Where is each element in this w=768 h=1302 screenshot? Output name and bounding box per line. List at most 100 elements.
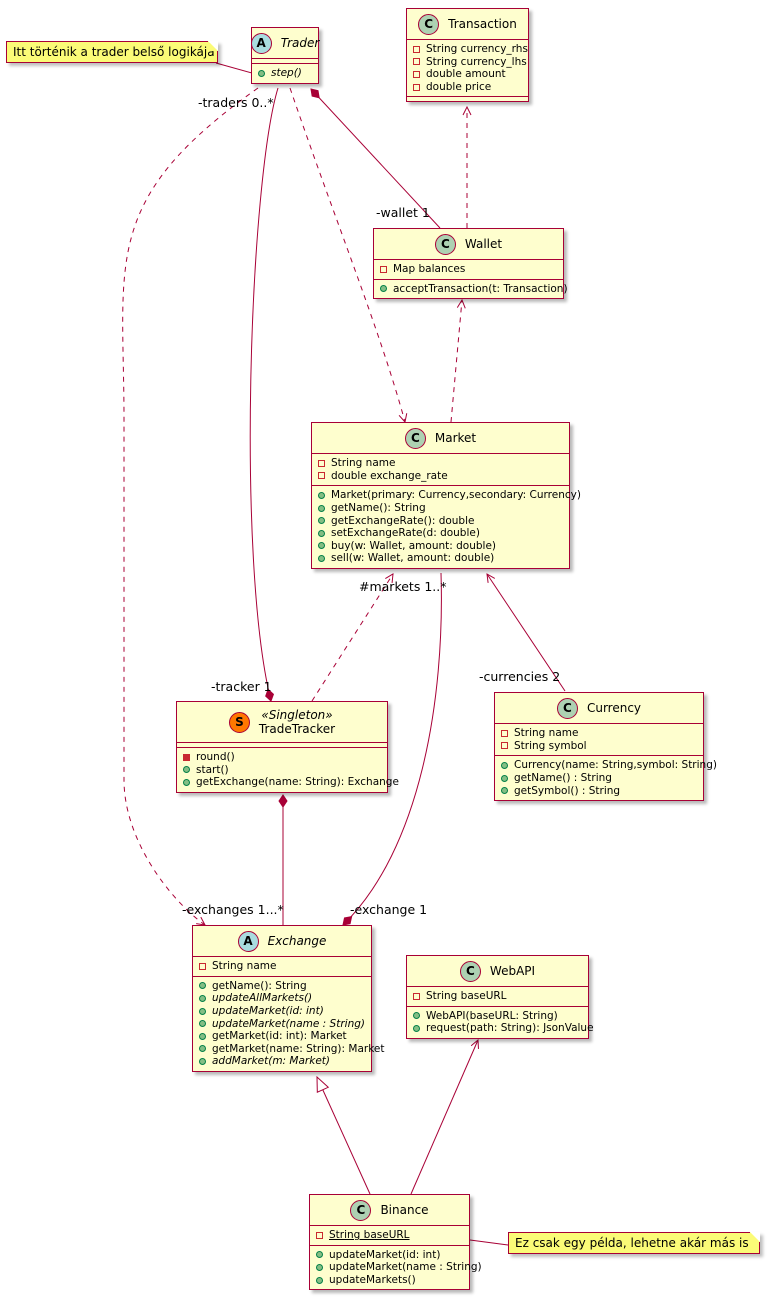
tradetracker-header: S «Singleton»TradeTracker [177, 702, 387, 743]
binance-fields: String baseURL [310, 1226, 469, 1245]
field-row: String name [199, 960, 367, 973]
public-visibility-icon [318, 554, 325, 562]
method-text: getSymbol() : String [514, 784, 621, 797]
edge-trader-wallet-composition [310, 88, 441, 229]
public-visibility-icon [501, 774, 508, 782]
method-text: getName(): String [331, 502, 426, 515]
public-visibility-icon [413, 1012, 420, 1020]
role-label-tracker: -tracker 1 [211, 679, 272, 694]
method-row: round() [183, 751, 383, 764]
field-text: String baseURL [426, 990, 507, 1003]
field-row: String currency_lhs [413, 55, 527, 69]
note-fold-corner [208, 41, 218, 51]
field-text: String symbol [514, 739, 587, 752]
method-row: getName() : String [501, 772, 699, 785]
field-text: String currency_lhs [426, 55, 527, 68]
method-text: updateMarket(id: int) [329, 1248, 441, 1261]
method-text: sell(w: Wallet, amount: double) [331, 552, 495, 565]
method-text: updateMarket(name : String) [212, 1017, 365, 1030]
private-visibility-icon [199, 962, 206, 970]
edge-binance-webapi-association [410, 1040, 478, 1195]
stereotype-badge-s-icon: S [228, 711, 250, 733]
stereotype-badge-c-icon: C [404, 427, 426, 449]
method-row: request(path: String): JsonValue [413, 1022, 594, 1035]
public-visibility-icon [199, 994, 206, 1002]
private-visibility-icon [413, 70, 420, 78]
field-text: String name [331, 457, 396, 470]
private-visibility-icon [316, 1231, 323, 1239]
trader-methods: step() [252, 63, 318, 83]
public-visibility-icon [501, 787, 508, 795]
transaction-methods [407, 96, 528, 101]
private-visibility-icon [413, 992, 420, 1000]
method-row: setExchangeRate(d: double) [318, 527, 565, 540]
class-tradetracker: S «Singleton»TradeTracker round()start()ge… [176, 701, 399, 793]
method-text: start() [196, 763, 229, 776]
method-row: updateMarket(id: int) [199, 1005, 367, 1018]
field-text: double price [426, 81, 492, 94]
role-label-traders: -traders 0..* [198, 95, 274, 110]
method-row: Currency(name: String,symbol: String) [501, 759, 717, 772]
method-text: updateMarket(id: int) [212, 1005, 324, 1018]
field-text: String name [514, 727, 579, 740]
public-visibility-icon [318, 504, 325, 512]
method-row: updateMarket(id: int) [316, 1249, 465, 1262]
public-visibility-icon [199, 1045, 206, 1053]
public-visibility-icon [318, 529, 325, 537]
method-text: buy(w: Wallet, amount: double) [331, 539, 497, 552]
public-visibility-icon [501, 761, 508, 769]
method-text: updateAllMarkets() [212, 992, 313, 1005]
field-row: double price [413, 81, 524, 94]
tradetracker-name-stack: «Singleton»TradeTracker [259, 708, 335, 736]
binance-note: Ez csak egy példa, lehetne akár más is [508, 1232, 760, 1254]
private-visibility-icon [380, 265, 387, 273]
public-visibility-icon [199, 1007, 206, 1015]
method-row: start() [183, 764, 383, 777]
field-row: double exchange_rate [318, 470, 565, 483]
public-visibility-icon [199, 1057, 206, 1065]
tradetracker-methods: round()start()getExchange(name: String):… [177, 747, 399, 792]
private-visibility-icon [318, 459, 325, 467]
method-row: updateMarket(name : String) [316, 1261, 482, 1274]
field-row: String name [318, 457, 565, 470]
method-text: Market(primary: Currency,secondary: Curr… [331, 489, 581, 502]
stereotype-badge-c-icon: C [350, 1199, 372, 1221]
public-visibility-icon [199, 1020, 206, 1028]
stereotype-badge-a-icon: A [250, 32, 272, 54]
trader-note: Itt történik a trader belső logikája [6, 41, 218, 63]
public-visibility-icon [380, 285, 387, 293]
field-text: String baseURL [329, 1229, 410, 1242]
public-visibility-icon [318, 491, 325, 499]
field-row: String baseURL [316, 1229, 465, 1242]
field-text: String currency_rhs [426, 43, 528, 56]
method-row: updateAllMarkets() [199, 992, 367, 1005]
public-visibility-icon [258, 69, 265, 77]
public-visibility-icon [413, 1024, 420, 1032]
method-row: updateMarkets() [316, 1274, 465, 1287]
method-text: getExchangeRate(): double [331, 514, 475, 527]
field-row: Map balances [380, 263, 559, 276]
class-name: TradeTracker [258, 722, 336, 736]
method-row: updateMarket(name : String) [199, 1017, 367, 1030]
webapi-fields: String baseURL [407, 987, 588, 1006]
class-name: Transaction [448, 17, 517, 31]
public-visibility-icon [183, 766, 190, 774]
role-label-currencies: -currencies 2 [479, 669, 561, 684]
wallet-fields: Map balances [374, 260, 563, 279]
method-text: getName() : String [514, 772, 612, 785]
edge-market-exchange-composition [342, 572, 442, 926]
public-visibility-icon [318, 517, 325, 525]
